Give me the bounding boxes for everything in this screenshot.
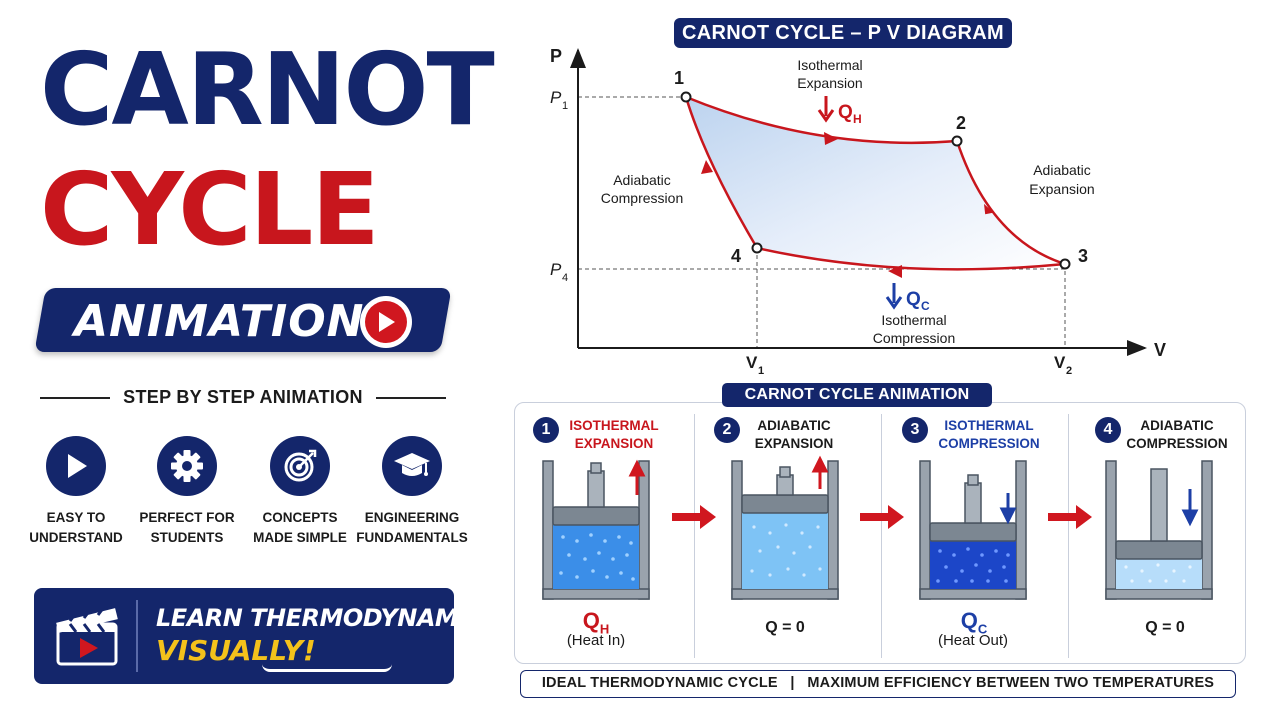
play-icon xyxy=(365,301,407,343)
y-axis-label: P xyxy=(550,46,562,66)
process-12-label: Isothermal xyxy=(797,57,862,73)
arrow-34 xyxy=(888,265,902,278)
qc-sub: C xyxy=(921,299,930,313)
feature-label: MADE SIMPLE xyxy=(253,530,347,545)
point-2 xyxy=(951,135,963,147)
qh-sub: H xyxy=(853,112,862,126)
curve-adiabatic-expansion xyxy=(955,140,1066,266)
point-3-label: 3 xyxy=(1078,246,1088,266)
learn-swoosh xyxy=(262,664,392,672)
point-1-label: 1 xyxy=(674,68,684,88)
transition-arrow-icon xyxy=(1048,505,1092,529)
footer-caption: IDEAL THERMODYNAMIC CYCLE | MAXIMUM EFFI… xyxy=(520,670,1236,698)
learn-line1: LEARN THERMODYNAMICS xyxy=(156,604,500,632)
qh-label: Q xyxy=(838,102,853,123)
stage-3-number: 3 xyxy=(902,417,928,443)
graduation-cap-icon xyxy=(382,436,442,496)
v1-label: V xyxy=(746,353,758,372)
title-carnot: CARNOT xyxy=(40,31,495,148)
feature-students: PERFECT FOR STUDENTS xyxy=(127,436,247,548)
feature-concepts: CONCEPTS MADE SIMPLE xyxy=(240,436,360,548)
pv-diagram: P V P 1 P 4 V 1 V 2 1 2 3 4 Isothermal E… xyxy=(550,46,1166,377)
feature-label: ENGINEERING xyxy=(364,510,460,525)
curve-isothermal-expansion xyxy=(685,95,958,145)
arrow-12 xyxy=(824,132,838,145)
stage-4-number: 4 xyxy=(1095,417,1121,443)
feature-label: FUNDAMENTALS xyxy=(356,530,468,545)
piston-cylinder-2 xyxy=(731,455,839,600)
process-23-label: Expansion xyxy=(1029,181,1094,197)
steps-heading: STEP BY STEP ANIMATION xyxy=(123,387,363,407)
stage-divider xyxy=(694,414,695,658)
process-41-label: Compression xyxy=(601,190,683,206)
point-4-label: 4 xyxy=(731,246,741,266)
animation-banner-label: ANIMATION xyxy=(74,296,365,347)
feature-label: EASY TO xyxy=(46,510,106,525)
stage-1-heat: QH xyxy=(582,608,610,637)
p1-sub: 1 xyxy=(562,100,568,112)
point-2-label: 2 xyxy=(956,113,966,133)
curve-isothermal-compression xyxy=(756,246,1066,271)
transition-arrow-icon xyxy=(672,505,716,529)
stage-divider xyxy=(881,414,882,658)
point-4 xyxy=(751,242,763,254)
divider-left xyxy=(40,397,110,399)
process-23-label: Adiabatic xyxy=(1033,162,1091,178)
animation-title: CARNOT CYCLE ANIMATION xyxy=(722,383,992,407)
process-34-label: Isothermal xyxy=(881,312,946,328)
stage-3-heat-desc: (Heat Out) xyxy=(937,632,1009,649)
curve-adiabatic-compression xyxy=(684,96,759,249)
v2-sub: 2 xyxy=(1066,365,1072,377)
point-3 xyxy=(1059,258,1071,270)
feature-easy: EASY TO UNDERSTAND xyxy=(16,436,136,548)
pv-diagram-title: CARNOT CYCLE – P V DIAGRAM xyxy=(674,18,1012,48)
process-12-label: Expansion xyxy=(797,75,862,91)
v2-label: V xyxy=(1054,353,1066,372)
stage-2-heat: Q = 0 xyxy=(765,619,805,636)
arrow-23 xyxy=(983,203,994,215)
arrow-41 xyxy=(701,160,713,174)
stage-4-heat: Q = 0 xyxy=(1145,619,1185,636)
feature-label: UNDERSTAND xyxy=(29,530,123,545)
stage-1-number: 1 xyxy=(533,417,559,443)
process-34-label: Compression xyxy=(873,330,955,346)
feature-label: CONCEPTS xyxy=(262,510,338,525)
learn-separator xyxy=(136,600,138,672)
feature-label: STUDENTS xyxy=(150,530,224,545)
p4-sub: 4 xyxy=(562,272,568,284)
clapperboard-icon xyxy=(56,606,118,666)
x-axis-label: V xyxy=(1154,340,1166,360)
title-cycle: CYCLE xyxy=(40,151,380,268)
p1-label: P xyxy=(550,88,562,107)
stage-1-heat-desc: (Heat In) xyxy=(566,632,626,649)
stage-3-heat: QC xyxy=(960,608,988,637)
divider-right xyxy=(376,397,446,399)
feature-engineering: ENGINEERING FUNDAMENTALS xyxy=(352,436,472,548)
piston-cylinder-3 xyxy=(919,460,1027,600)
learn-line2: VISUALLY! xyxy=(156,634,316,667)
transition-arrow-icon xyxy=(860,505,904,529)
stage-divider xyxy=(1068,414,1069,658)
feature-label: PERFECT FOR xyxy=(139,510,235,525)
target-icon xyxy=(270,436,330,496)
process-41-label: Adiabatic xyxy=(613,172,671,188)
piston-cylinder-4 xyxy=(1105,460,1213,600)
p4-label: P xyxy=(550,260,562,279)
stage-2-number: 2 xyxy=(714,417,740,443)
v1-sub: 1 xyxy=(758,365,764,377)
qh-arrow-icon xyxy=(817,96,835,123)
banner-play-button[interactable] xyxy=(360,296,412,348)
gear-icon xyxy=(157,436,217,496)
qc-arrow-icon xyxy=(885,283,903,310)
point-1 xyxy=(680,91,692,103)
play-icon xyxy=(46,436,106,496)
piston-cylinder-1 xyxy=(542,459,650,600)
cycle-area xyxy=(686,97,1065,270)
qc-label: Q xyxy=(906,289,921,310)
